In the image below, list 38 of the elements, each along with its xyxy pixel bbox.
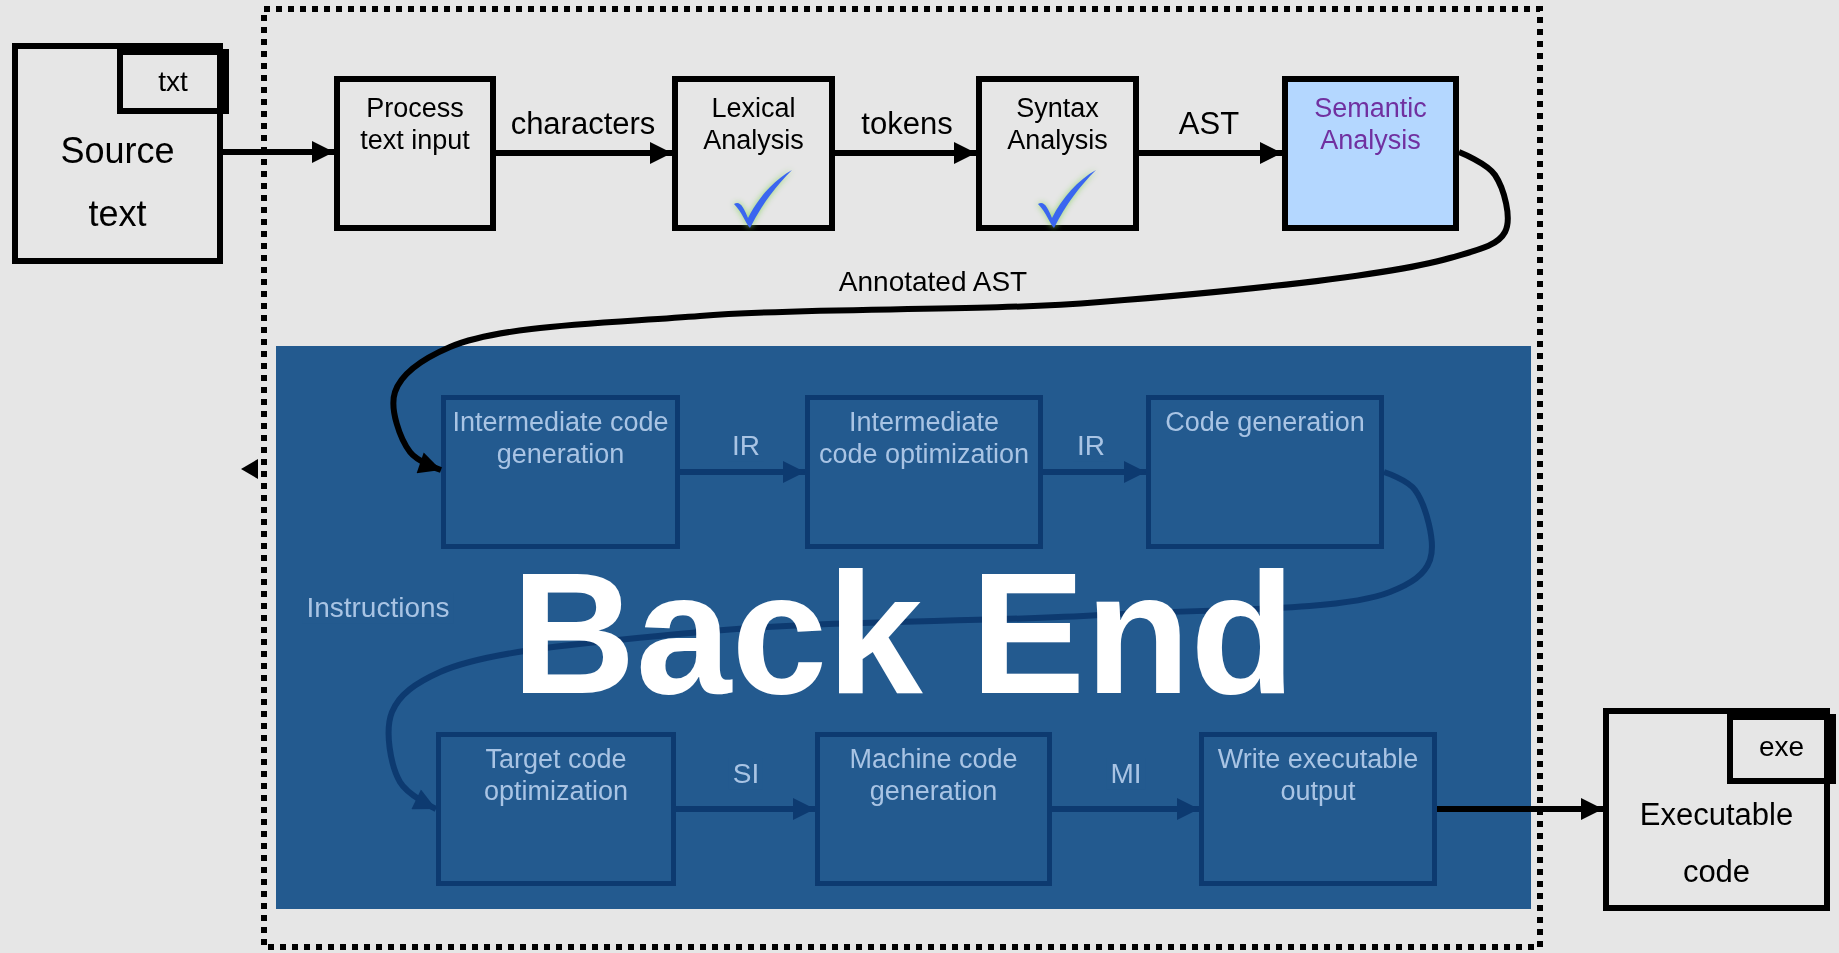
arrow: [223, 141, 334, 163]
arrow: [835, 142, 976, 164]
file-type-tab: [1727, 714, 1836, 784]
node-label: Machine code generation: [848, 743, 1019, 808]
process-box: [334, 76, 496, 231]
process-box: [441, 395, 680, 549]
node-label: Write executable output: [1216, 743, 1420, 808]
node-label: Source text: [59, 129, 176, 236]
arrow: [390, 149, 1511, 474]
arrow: [1437, 798, 1603, 820]
process-box: [815, 732, 1052, 886]
section-title: Back End: [511, 547, 1296, 719]
node-label: Code generation: [1165, 406, 1365, 439]
arrow: [496, 142, 672, 164]
node-label: Executable code: [1638, 796, 1795, 892]
node-label: Intermediate code optimization: [817, 406, 1031, 471]
arrow: [1052, 798, 1199, 820]
process-box: [805, 395, 1043, 549]
node-label: Intermediate code generation: [452, 406, 669, 471]
node-label: Semantic Analysis: [1313, 92, 1428, 157]
process-box: [672, 76, 835, 231]
arrow: [1139, 142, 1282, 164]
process-box: [1282, 76, 1459, 231]
process-box: [1146, 395, 1384, 549]
process-box: [1199, 732, 1437, 886]
arrow: [676, 798, 815, 820]
node-label: Target code optimization: [482, 743, 630, 808]
node-label: Lexical Analysis: [702, 92, 805, 157]
node-label: exe: [1758, 730, 1805, 764]
node-label: Process text input: [359, 92, 471, 157]
arrow: [1043, 461, 1146, 483]
back-end-panel: [276, 346, 1531, 909]
arrow: [680, 461, 805, 483]
node-label: txt: [158, 65, 188, 99]
process-box: [976, 76, 1139, 231]
file-type-tab: [117, 49, 229, 114]
process-box: [436, 732, 676, 886]
node-label: Syntax Analysis: [1006, 92, 1109, 157]
